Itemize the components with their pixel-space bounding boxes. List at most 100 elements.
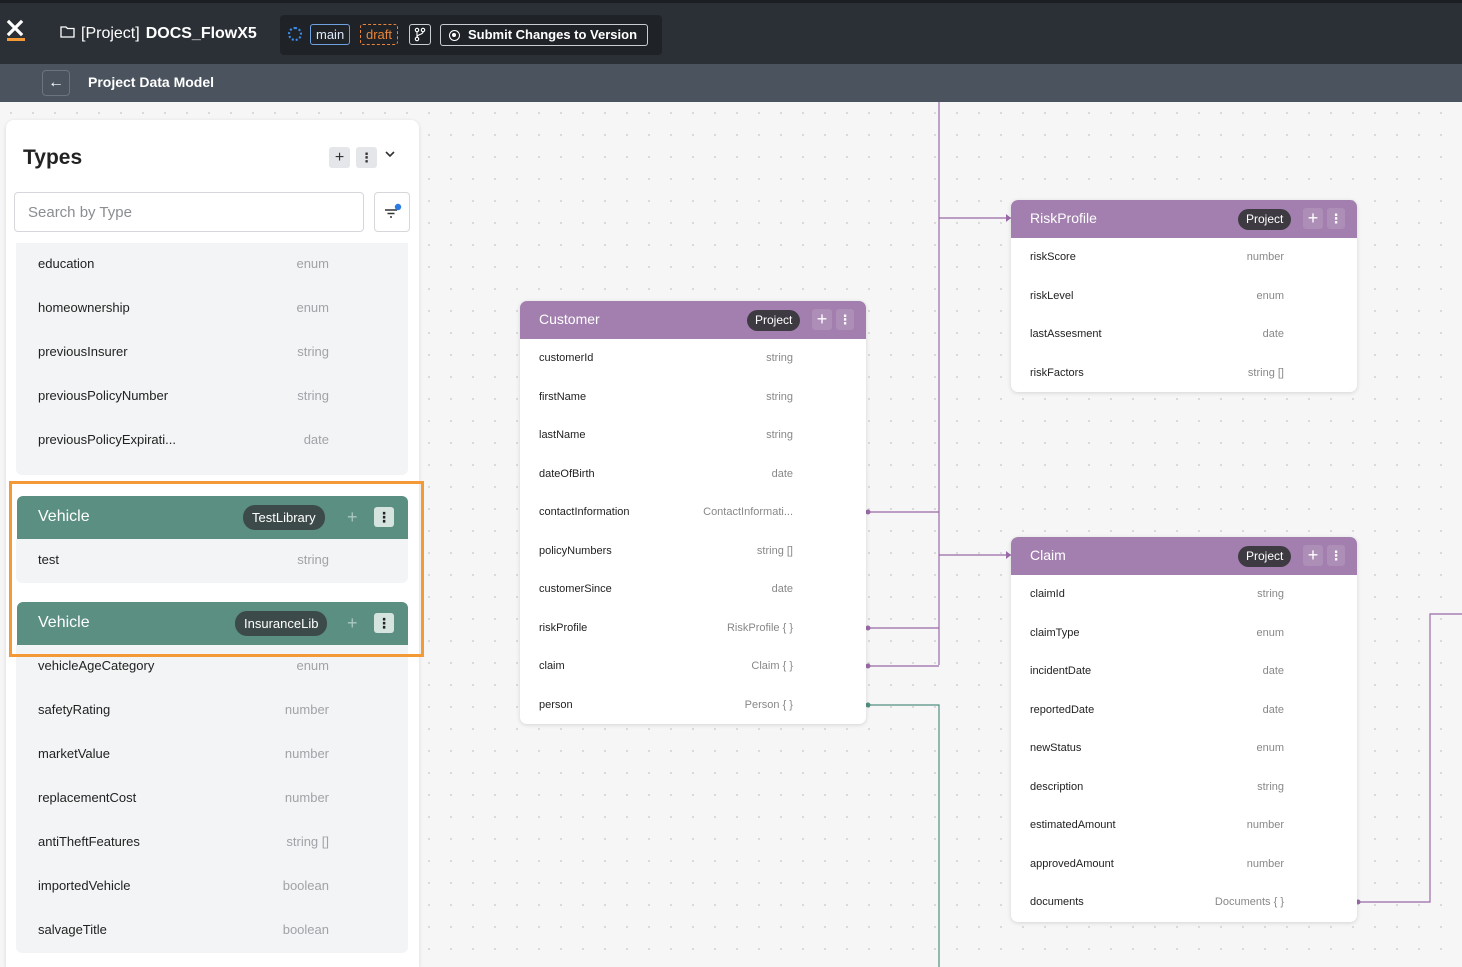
add-field-button[interactable]: + <box>1303 208 1323 229</box>
panel-title: Types <box>23 146 83 169</box>
type-field-row[interactable]: previousInsurer string <box>16 331 408 375</box>
page-title: Project Data Model <box>88 74 215 90</box>
filter-icon <box>385 203 402 218</box>
more-options-button[interactable]: ⋮ <box>374 613 394 633</box>
field-type: string <box>297 344 329 359</box>
search-input[interactable] <box>14 192 364 232</box>
field-type: RiskProfile { } <box>726 621 793 634</box>
field-type: string [] <box>756 544 793 557</box>
scope-badge: Project <box>1238 209 1292 230</box>
field-name: previousInsurer <box>38 344 128 359</box>
field-name: claimType <box>1030 626 1080 639</box>
field-type: date <box>1262 703 1284 716</box>
branch-button[interactable] <box>409 24 431 45</box>
entity-header[interactable]: RiskProfile Project + ⋮ <box>1011 200 1357 238</box>
type-header-vehicle-testlibrary[interactable]: Vehicle TestLibrary + ⋮ <box>17 496 408 539</box>
field-row[interactable]: estimatedAmount number <box>1011 806 1357 845</box>
entity-header[interactable]: Customer Project + ⋮ <box>520 301 866 339</box>
field-type: string <box>1257 780 1284 793</box>
filter-button[interactable] <box>374 192 410 232</box>
status-badge: draft <box>360 24 399 45</box>
more-options-button[interactable]: ⋮ <box>1327 545 1345 566</box>
field-row[interactable]: reportedDate date <box>1011 691 1357 730</box>
more-options-button[interactable]: ⋮ <box>1327 208 1345 229</box>
field-type: date <box>303 432 329 447</box>
field-type: ContactInformati... <box>703 506 793 518</box>
more-options-button[interactable]: ⋮ <box>356 147 377 168</box>
field-type: number <box>284 702 329 717</box>
add-field-button[interactable]: + <box>1303 545 1323 566</box>
field-type: date <box>771 467 793 480</box>
field-type: number <box>1246 857 1284 870</box>
field-name: reportedDate <box>1030 703 1095 716</box>
entity-header[interactable]: Claim Project + ⋮ <box>1011 537 1357 575</box>
field-name: estimatedAmount <box>1030 819 1116 831</box>
entity-title: Claim <box>1030 547 1066 563</box>
arrow-left-icon: ← <box>48 74 64 91</box>
record-icon <box>449 29 460 41</box>
version-controls: main draft Submit Changes to Version <box>280 15 662 55</box>
more-options-button[interactable]: ⋮ <box>836 309 854 330</box>
field-type: number <box>1246 819 1284 831</box>
git-branch-icon <box>414 27 426 42</box>
app-logo-icon[interactable] <box>6 19 26 45</box>
type-field-row[interactable]: previousPolicyExpirati...date <box>16 419 408 463</box>
back-button[interactable]: ← <box>42 70 70 96</box>
field-type: string <box>297 388 329 403</box>
add-type-button[interactable]: + <box>329 147 350 168</box>
add-field-button[interactable]: + <box>347 507 358 527</box>
field-name: lastName <box>539 429 586 441</box>
loading-icon <box>288 27 302 41</box>
branch-badge[interactable]: main <box>310 24 351 45</box>
project-name[interactable]: [Project] DOCS_FlowX5 <box>60 25 257 43</box>
add-field-button[interactable]: + <box>347 613 358 633</box>
field-name: homeownership <box>38 300 130 315</box>
add-field-button[interactable]: + <box>812 309 832 330</box>
submit-changes-button[interactable]: Submit Changes to Version <box>440 24 649 46</box>
type-header-vehicle-insurancelib[interactable]: Vehicle InsuranceLib + ⋮ <box>17 602 408 645</box>
scope-badge: Project <box>747 310 801 331</box>
field-type: enum <box>1256 626 1284 639</box>
more-options-button[interactable]: ⋮ <box>374 507 394 527</box>
field-name: vehicleAgeCategory <box>38 658 155 673</box>
submit-label: Submit Changes to Version <box>468 27 638 42</box>
field-name: firstName <box>539 390 587 403</box>
chevron-down-icon[interactable] <box>385 147 395 161</box>
field-row[interactable]: claimType enum <box>1011 614 1357 653</box>
